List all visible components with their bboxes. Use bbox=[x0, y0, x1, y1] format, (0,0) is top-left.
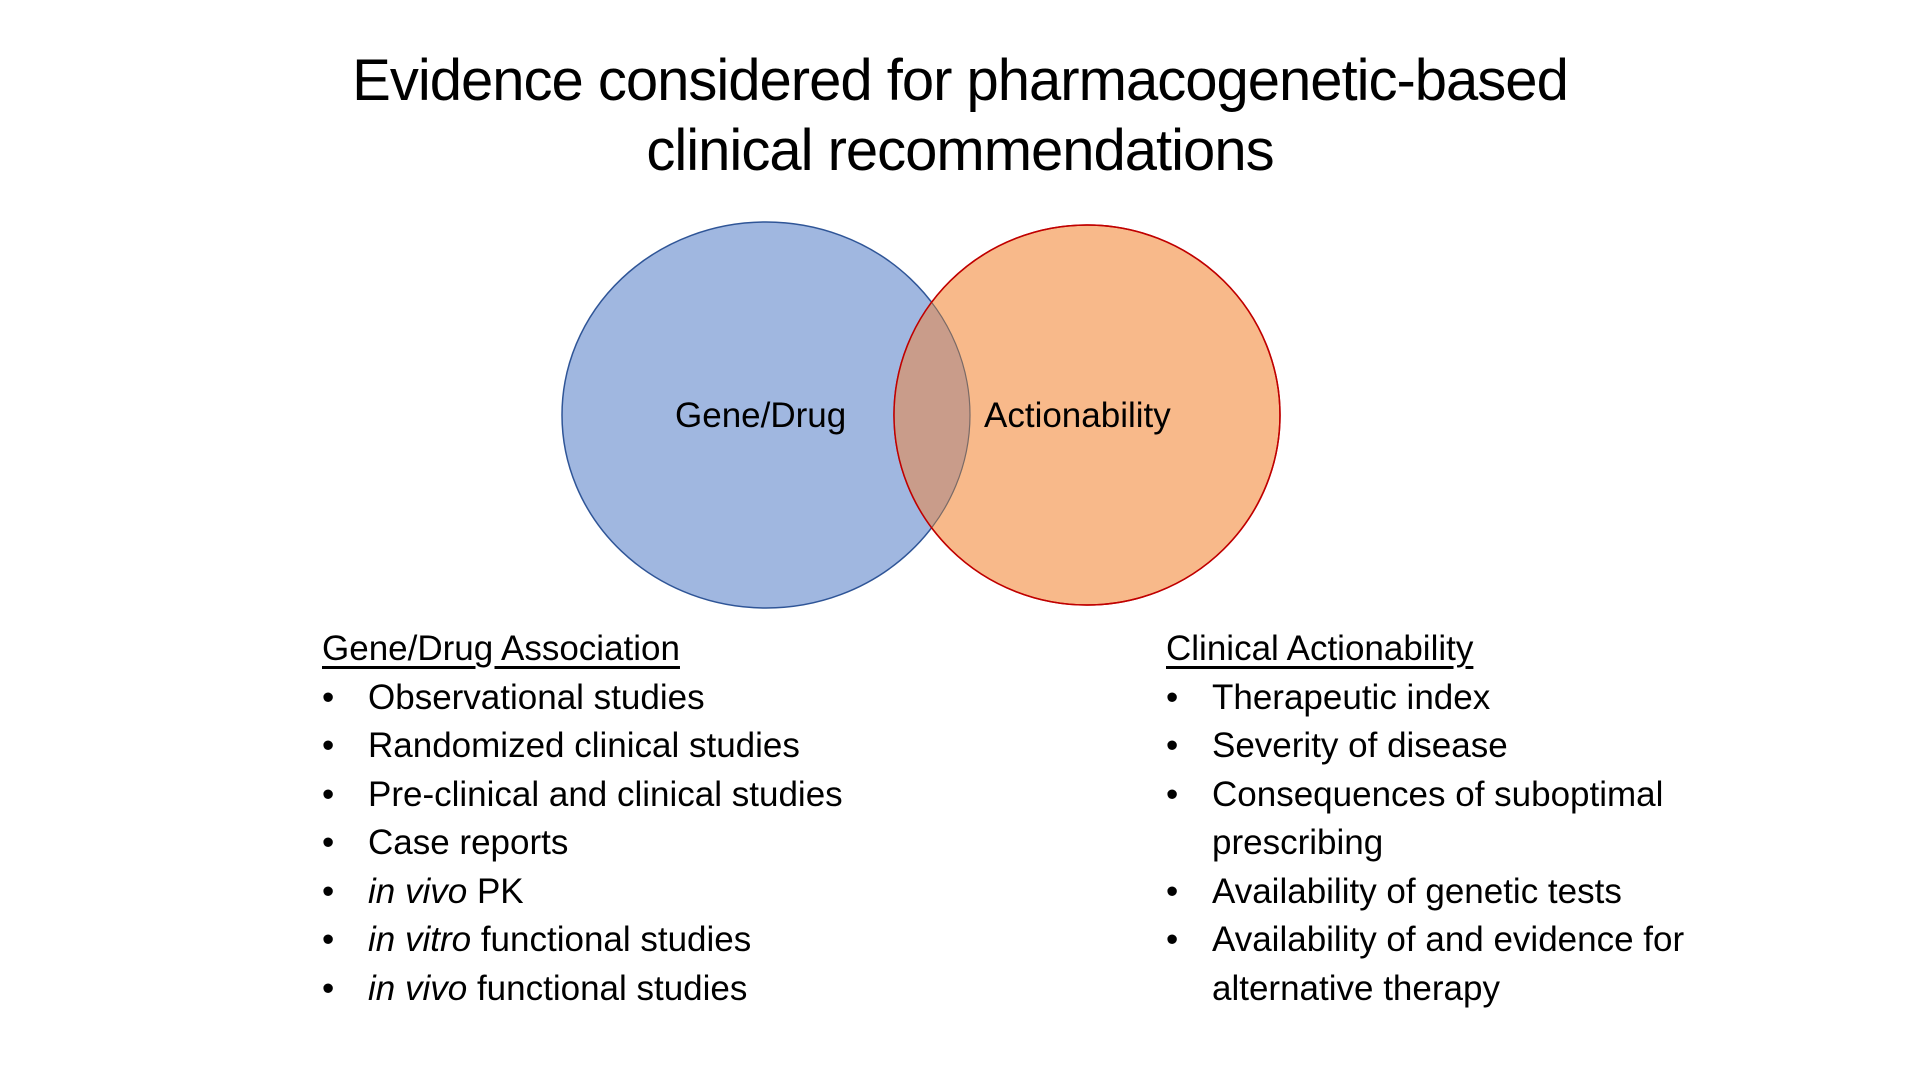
bullet-icon: • bbox=[322, 726, 335, 765]
bullet-icon: • bbox=[322, 920, 335, 959]
bullet-icon: • bbox=[1166, 726, 1179, 765]
list-item: •Availability of and evidence for altern… bbox=[1166, 916, 1726, 1013]
bullet-icon: • bbox=[322, 823, 335, 862]
venn-label-actionability: Actionability bbox=[984, 396, 1171, 435]
bullet-icon: • bbox=[1166, 920, 1179, 959]
title-line-1: Evidence considered for pharmacogenetic-… bbox=[352, 48, 1569, 113]
clinical-heading: Clinical Actionability bbox=[1166, 629, 1474, 668]
bullet-icon: • bbox=[1166, 774, 1179, 814]
list-item: •Randomized clinical studies bbox=[322, 722, 843, 771]
bullet-icon: • bbox=[322, 968, 335, 1008]
bullet-icon: • bbox=[1166, 871, 1179, 911]
list-item: •Case reports bbox=[322, 819, 843, 868]
list-item: •Observational studies bbox=[322, 674, 843, 723]
bullet-icon: • bbox=[322, 871, 335, 911]
bullet-icon: • bbox=[322, 677, 335, 717]
bullet-icon: • bbox=[322, 774, 335, 814]
list-item: •Availability of genetic tests bbox=[1166, 868, 1726, 917]
list-item: •Consequences of suboptimal prescribing bbox=[1166, 771, 1726, 868]
list-item: •in vivo functional studies bbox=[322, 965, 843, 1014]
list-item: •Therapeutic index bbox=[1166, 674, 1726, 723]
list-item: •Severity of disease bbox=[1166, 722, 1726, 771]
bullet-icon: • bbox=[1166, 677, 1179, 717]
list-item: •Pre-clinical and clinical studies bbox=[322, 771, 843, 820]
clinical-actionability-list: Clinical Actionability •Therapeutic inde… bbox=[1166, 625, 1726, 1013]
title-line-2: clinical recommendations bbox=[646, 118, 1274, 183]
gene-drug-heading: Gene/Drug Association bbox=[322, 629, 680, 668]
list-item: •in vivo PK bbox=[322, 868, 843, 917]
gene-drug-association-list: Gene/Drug Association •Observational stu… bbox=[322, 625, 843, 1013]
slide-title: Evidence considered for pharmacogenetic-… bbox=[0, 46, 1920, 186]
list-item: •in vitro functional studies bbox=[322, 916, 843, 965]
venn-label-gene-drug: Gene/Drug bbox=[675, 396, 847, 435]
